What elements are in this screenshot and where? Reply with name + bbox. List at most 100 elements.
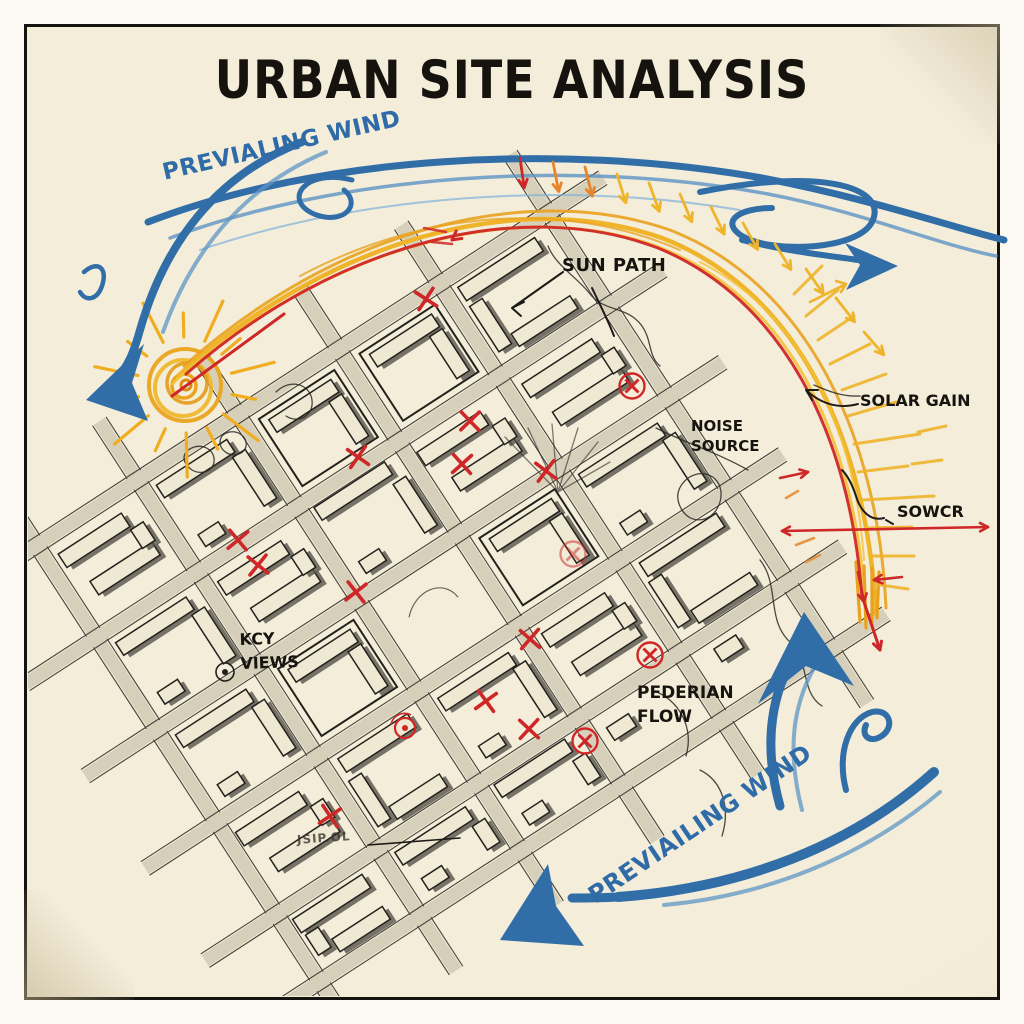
building <box>511 659 559 719</box>
ray-dash <box>910 458 944 466</box>
building <box>327 392 370 446</box>
red-analysis-arrows <box>450 229 990 652</box>
building <box>471 817 502 852</box>
key-views-label: KCY VIEWS <box>239 628 300 674</box>
building <box>571 752 602 786</box>
ray-dash <box>916 424 948 434</box>
ray-dash <box>846 400 898 418</box>
building <box>520 337 602 399</box>
building <box>477 732 508 759</box>
wind-arrow-bottom <box>613 767 939 902</box>
building <box>450 436 524 493</box>
building <box>638 512 726 578</box>
ray-dash <box>816 314 856 342</box>
ray-dash <box>840 372 888 392</box>
building <box>647 573 692 629</box>
building <box>520 799 551 827</box>
ray-dash <box>852 432 922 446</box>
ray-dash <box>792 264 824 296</box>
building <box>415 410 490 467</box>
building <box>392 475 439 535</box>
circled-x-mark <box>618 372 646 400</box>
x-mark <box>226 528 250 552</box>
street-note-leader <box>367 837 461 846</box>
x-mark <box>517 717 541 741</box>
building <box>540 591 615 649</box>
building <box>249 567 322 623</box>
wind-arrowhead-up <box>758 612 854 704</box>
wind-curl <box>839 708 893 793</box>
building <box>88 540 162 596</box>
building <box>611 601 638 631</box>
city-map <box>28 149 891 996</box>
sowcr-leader <box>841 469 894 525</box>
wind-arrowhead-left <box>86 344 148 421</box>
circled-x-mark <box>559 540 587 568</box>
building <box>605 712 638 742</box>
building <box>600 346 628 375</box>
wind-arrowhead-bottom <box>500 864 584 946</box>
solar-gain-label: SOLAR GAIN <box>860 391 971 410</box>
building <box>129 520 157 550</box>
ray-dash <box>828 342 872 366</box>
black-target <box>215 662 235 682</box>
noise-source-label: NOISE SOURCE <box>691 417 760 456</box>
solar-arrow <box>615 172 629 205</box>
x-mark <box>450 452 474 476</box>
ray-dash <box>856 464 910 474</box>
x-mark <box>317 803 343 829</box>
building <box>197 520 227 548</box>
building <box>468 297 513 353</box>
sun-ray-dashes <box>792 264 948 591</box>
solar-arrow <box>583 165 596 198</box>
wind-loop-right <box>697 177 878 250</box>
building <box>492 738 574 799</box>
x-mark <box>246 553 270 577</box>
wind-arrowhead-top-right <box>845 243 898 290</box>
x-mark <box>345 444 371 470</box>
building <box>286 628 360 684</box>
building <box>155 438 236 499</box>
building <box>712 633 745 663</box>
building <box>312 460 394 522</box>
building <box>347 642 389 695</box>
building <box>491 416 518 446</box>
x-mark <box>473 688 499 714</box>
building <box>393 805 475 867</box>
sun-path-label: SUN PATH <box>562 255 667 276</box>
building <box>420 864 451 892</box>
building <box>304 925 333 957</box>
building <box>428 327 471 380</box>
building <box>347 772 392 828</box>
x-mark <box>459 410 481 432</box>
solar-gain-leader <box>805 389 859 408</box>
building <box>368 313 441 368</box>
building <box>216 770 247 798</box>
building <box>174 688 256 749</box>
building <box>57 512 131 569</box>
solar-arrow <box>709 205 726 236</box>
solar-arrow <box>773 242 793 271</box>
sun-path-arc <box>170 209 888 630</box>
building <box>291 873 372 934</box>
building <box>689 571 759 625</box>
solar-arrow <box>678 192 694 224</box>
wind-loop-left <box>296 174 355 220</box>
solar-arrow <box>862 330 886 357</box>
building <box>570 621 643 677</box>
building <box>387 772 449 821</box>
x-mark <box>413 286 439 312</box>
map-target-symbol <box>215 662 235 682</box>
diagram-title: URBAN SITE ANALYSIS <box>214 49 810 111</box>
building <box>436 651 518 712</box>
building <box>114 595 196 657</box>
building <box>510 294 580 348</box>
wind-arrows <box>77 138 1008 946</box>
street-grid <box>28 149 891 996</box>
building <box>190 605 238 665</box>
building <box>618 509 649 537</box>
leader-lines <box>367 271 894 846</box>
building <box>548 512 591 565</box>
building <box>357 547 388 575</box>
